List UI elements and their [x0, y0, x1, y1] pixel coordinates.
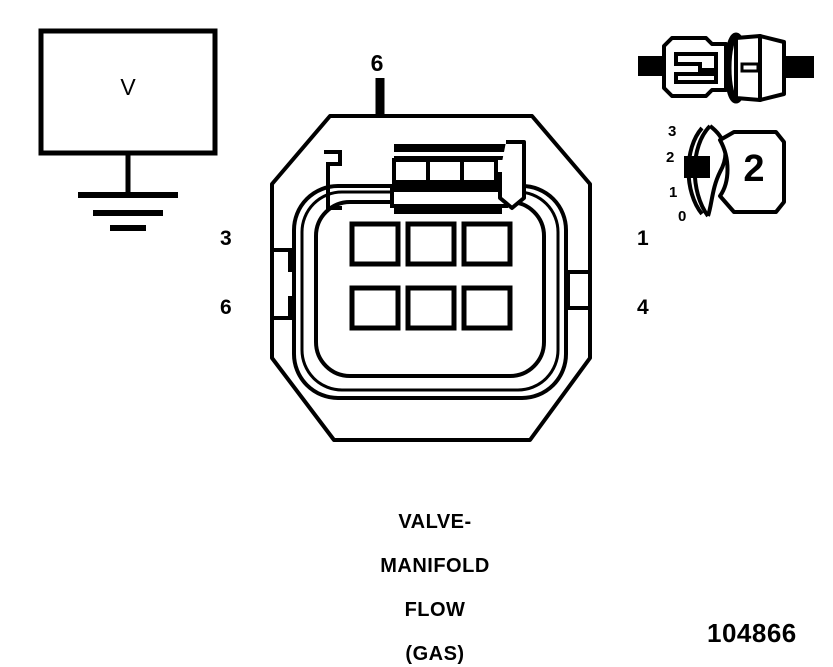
right-wire-stub: [784, 56, 814, 78]
terminal-cavity-6: [349, 285, 401, 331]
terminal-cavity-5: [405, 285, 457, 331]
knob-tick-0: 0: [678, 208, 687, 225]
terminal-cavity-1: [461, 221, 513, 267]
knob-tick-2: 2: [666, 149, 675, 166]
lock-mechanism-detail: [324, 140, 526, 214]
terminal-cavity-3: [349, 221, 401, 267]
pin-label-right-top: 1: [637, 227, 649, 250]
terminal-cavity-2: [405, 221, 457, 267]
left-wire-stub: [638, 56, 664, 76]
socket-body: [758, 34, 786, 102]
dial-indicator: [684, 156, 710, 178]
pin-label-left-top: 3: [220, 227, 232, 250]
caption-line-1: VALVE-: [398, 511, 472, 533]
caption-line-4: (GAS): [405, 643, 465, 665]
knob-tick-3: 3: [668, 123, 677, 140]
pin-label-right-bottom: 4: [637, 296, 649, 319]
caption-line-2: MANIFOLD: [380, 555, 490, 577]
selector-knob[interactable]: 2: [672, 122, 792, 222]
callout-label-6: 6: [370, 50, 384, 76]
terminal-cavity-4: [461, 285, 513, 331]
right-latch-tab: [566, 270, 592, 310]
mating-connector-pair: [638, 28, 818, 110]
plug-keyway-lower: [674, 72, 718, 84]
caption-line-3: FLOW: [404, 599, 466, 621]
connector-housing: [268, 112, 594, 446]
voltmeter-body: [38, 28, 218, 156]
knob-tick-1: 1: [669, 184, 678, 201]
knob-body[interactable]: [718, 130, 786, 214]
socket-slot: [740, 62, 760, 73]
knob-face-label: 2: [743, 148, 765, 190]
pin-label-left-bottom: 6: [220, 296, 232, 319]
voltmeter-symbol: V: [38, 28, 218, 231]
voltmeter-letter: V: [120, 74, 136, 100]
plug-keyway: [674, 52, 718, 72]
part-number: 104866: [707, 618, 797, 648]
caption-block: VALVE- MANIFOLD FLOW (GAS): [290, 500, 580, 667]
